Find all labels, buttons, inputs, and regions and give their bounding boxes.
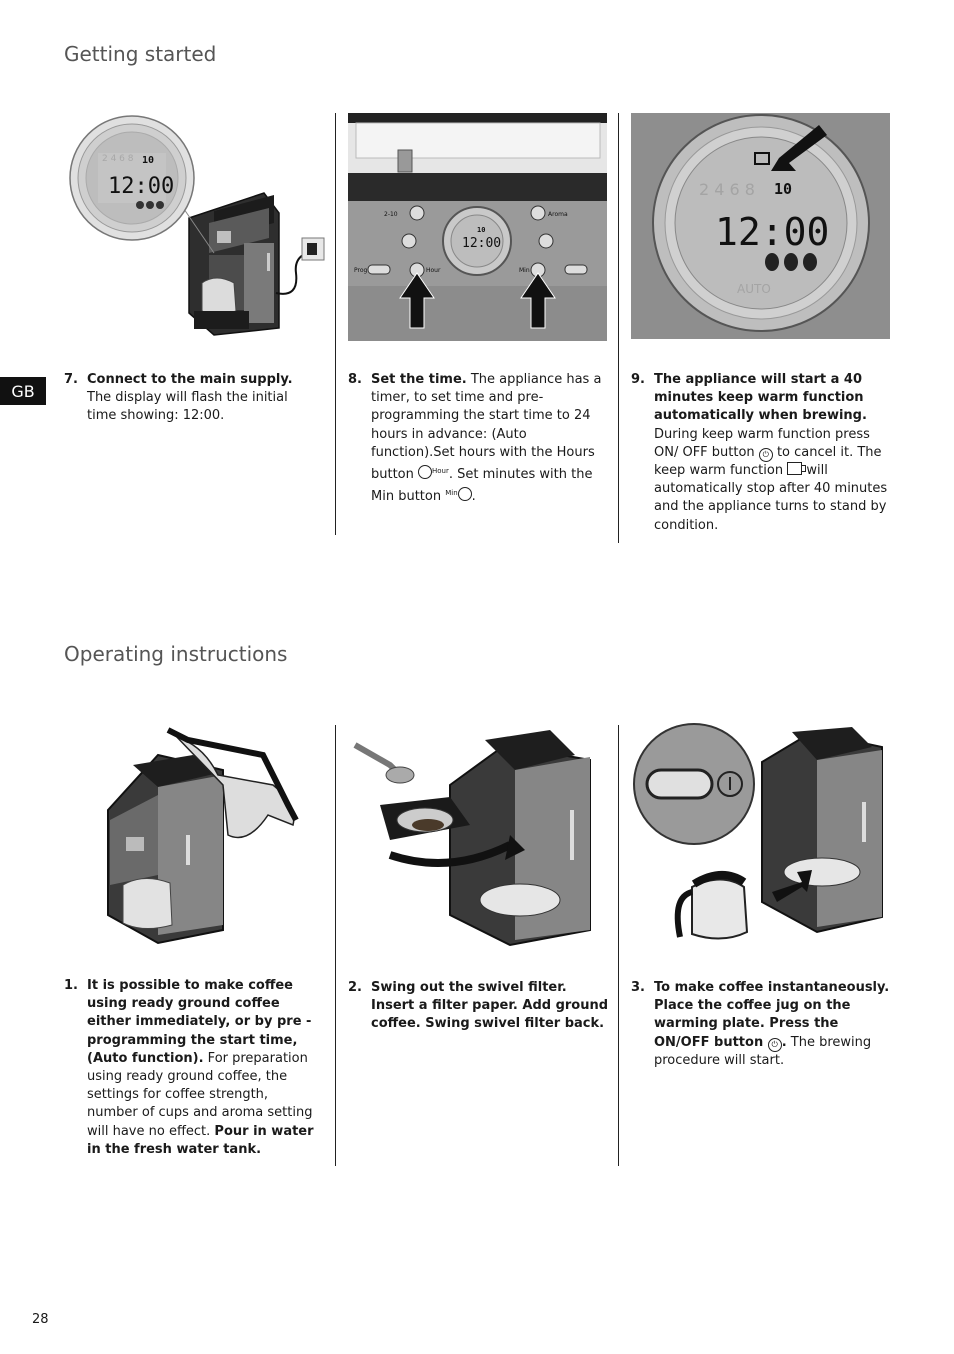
panel-display-time: 12:00 [462, 236, 501, 251]
step-9: 9. The appliance will start a 40 minutes… [631, 372, 888, 533]
strength-button[interactable] [401, 233, 417, 249]
figure-power-and-jug [632, 722, 890, 950]
cups-button[interactable] [409, 205, 425, 221]
column-divider [335, 725, 336, 1166]
panel-display-cups: 10 [477, 226, 485, 234]
keep-warm-cup-icon [787, 462, 807, 476]
label-min: Min [519, 267, 530, 274]
power-icon: ⏻ [758, 447, 773, 462]
label-prog: Prog [354, 267, 368, 274]
figure-control-panel: 12:00 10 2-10 Aroma Prog Hour Min [348, 113, 607, 341]
figure-coffee-maker-jug [98, 725, 310, 950]
grind-button[interactable] [538, 233, 554, 249]
step-3: 3. To make coffee instantaneously. Place… [631, 980, 890, 1068]
large-display-time: 12:00 [715, 210, 829, 254]
label-aroma: Aroma [548, 211, 568, 218]
min-button-icon [457, 487, 472, 502]
large-display-faded-digits: 2 4 6 8 [699, 180, 755, 199]
section-title-operating-instructions: Operating instructions [64, 642, 288, 666]
label-hour: Hour [426, 267, 441, 274]
section-title-getting-started: Getting started [64, 42, 217, 66]
figure-swivel-filter [350, 725, 598, 950]
column-divider [618, 725, 619, 1166]
display-time: 12:00 [108, 174, 174, 199]
power-button[interactable] [564, 264, 588, 275]
step-1: 1. It is possible to make coffee using r… [64, 978, 314, 1157]
language-tab: GB [0, 377, 46, 405]
large-display-cups: 10 [774, 180, 792, 198]
large-display-auto: AUTO [737, 282, 771, 296]
display-faded-digits: 2 4 6 8 [102, 154, 134, 164]
page-number: 28 [32, 1312, 49, 1327]
step-2: 2. Swing out the swivel filter. Insert a… [348, 980, 609, 1032]
keep-warm-display-icon [754, 152, 770, 165]
column-divider [335, 113, 336, 535]
figure-connect-supply: 2 4 6 8 10 12:00 [64, 113, 328, 341]
aroma-button[interactable] [530, 205, 546, 221]
power-button-zoom [645, 768, 714, 800]
display-cups: 10 [142, 155, 154, 166]
step-8: 8. Set the time. The appliance has a tim… [348, 372, 602, 505]
power-icon: ⏻ [767, 1037, 782, 1052]
column-divider [618, 113, 619, 543]
label-cups: 2-10 [384, 211, 398, 218]
prog-button[interactable] [367, 264, 391, 275]
hour-button-icon [418, 465, 433, 480]
figure-display-zoom: 2 4 6 8 10 12:00 AUTO [631, 113, 890, 339]
step-7: 7. Connect to the main supply. The displ… [64, 372, 293, 424]
